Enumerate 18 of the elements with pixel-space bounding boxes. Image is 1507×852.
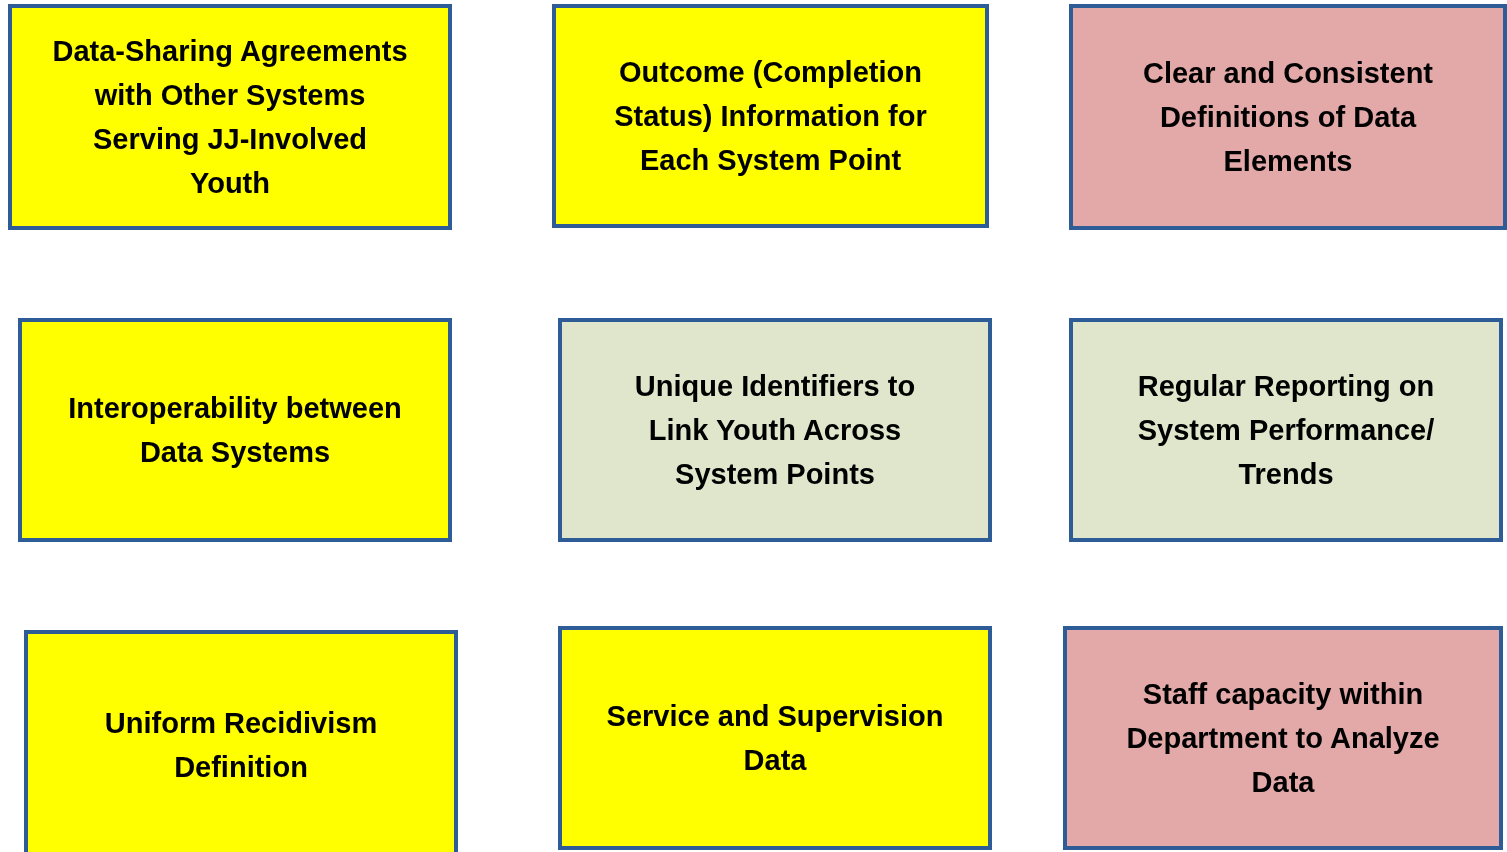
- box-label: Unique Identifiers to Link Youth Across System Points: [633, 369, 917, 492]
- box-label: Outcome (Completion Status) Information for Each System Point: [613, 55, 928, 178]
- category-box: [1069, 318, 1503, 542]
- box-label: Staff capacity within Department to Analyze Data: [1125, 677, 1441, 800]
- box-label: Regular Reporting on System Performance/ Trends: [1136, 369, 1436, 492]
- category-box: [1069, 4, 1507, 230]
- box-label: Service and Supervision Data: [605, 699, 945, 778]
- category-box: [558, 626, 992, 850]
- category-box: [8, 4, 452, 230]
- category-box: [558, 318, 992, 542]
- box-label: Interoperability between Data Systems: [67, 391, 403, 470]
- category-box: [24, 630, 458, 852]
- box-label: Data-Sharing Agreements with Other Systems Serving JJ-Involved Youth: [52, 34, 408, 201]
- category-box: [552, 4, 989, 228]
- category-box: [1063, 626, 1503, 850]
- box-label: Clear and Consistent Definitions of Data Elements: [1141, 56, 1435, 179]
- box-label: Uniform Recidivism Definition: [103, 706, 379, 785]
- category-box: [18, 318, 452, 542]
